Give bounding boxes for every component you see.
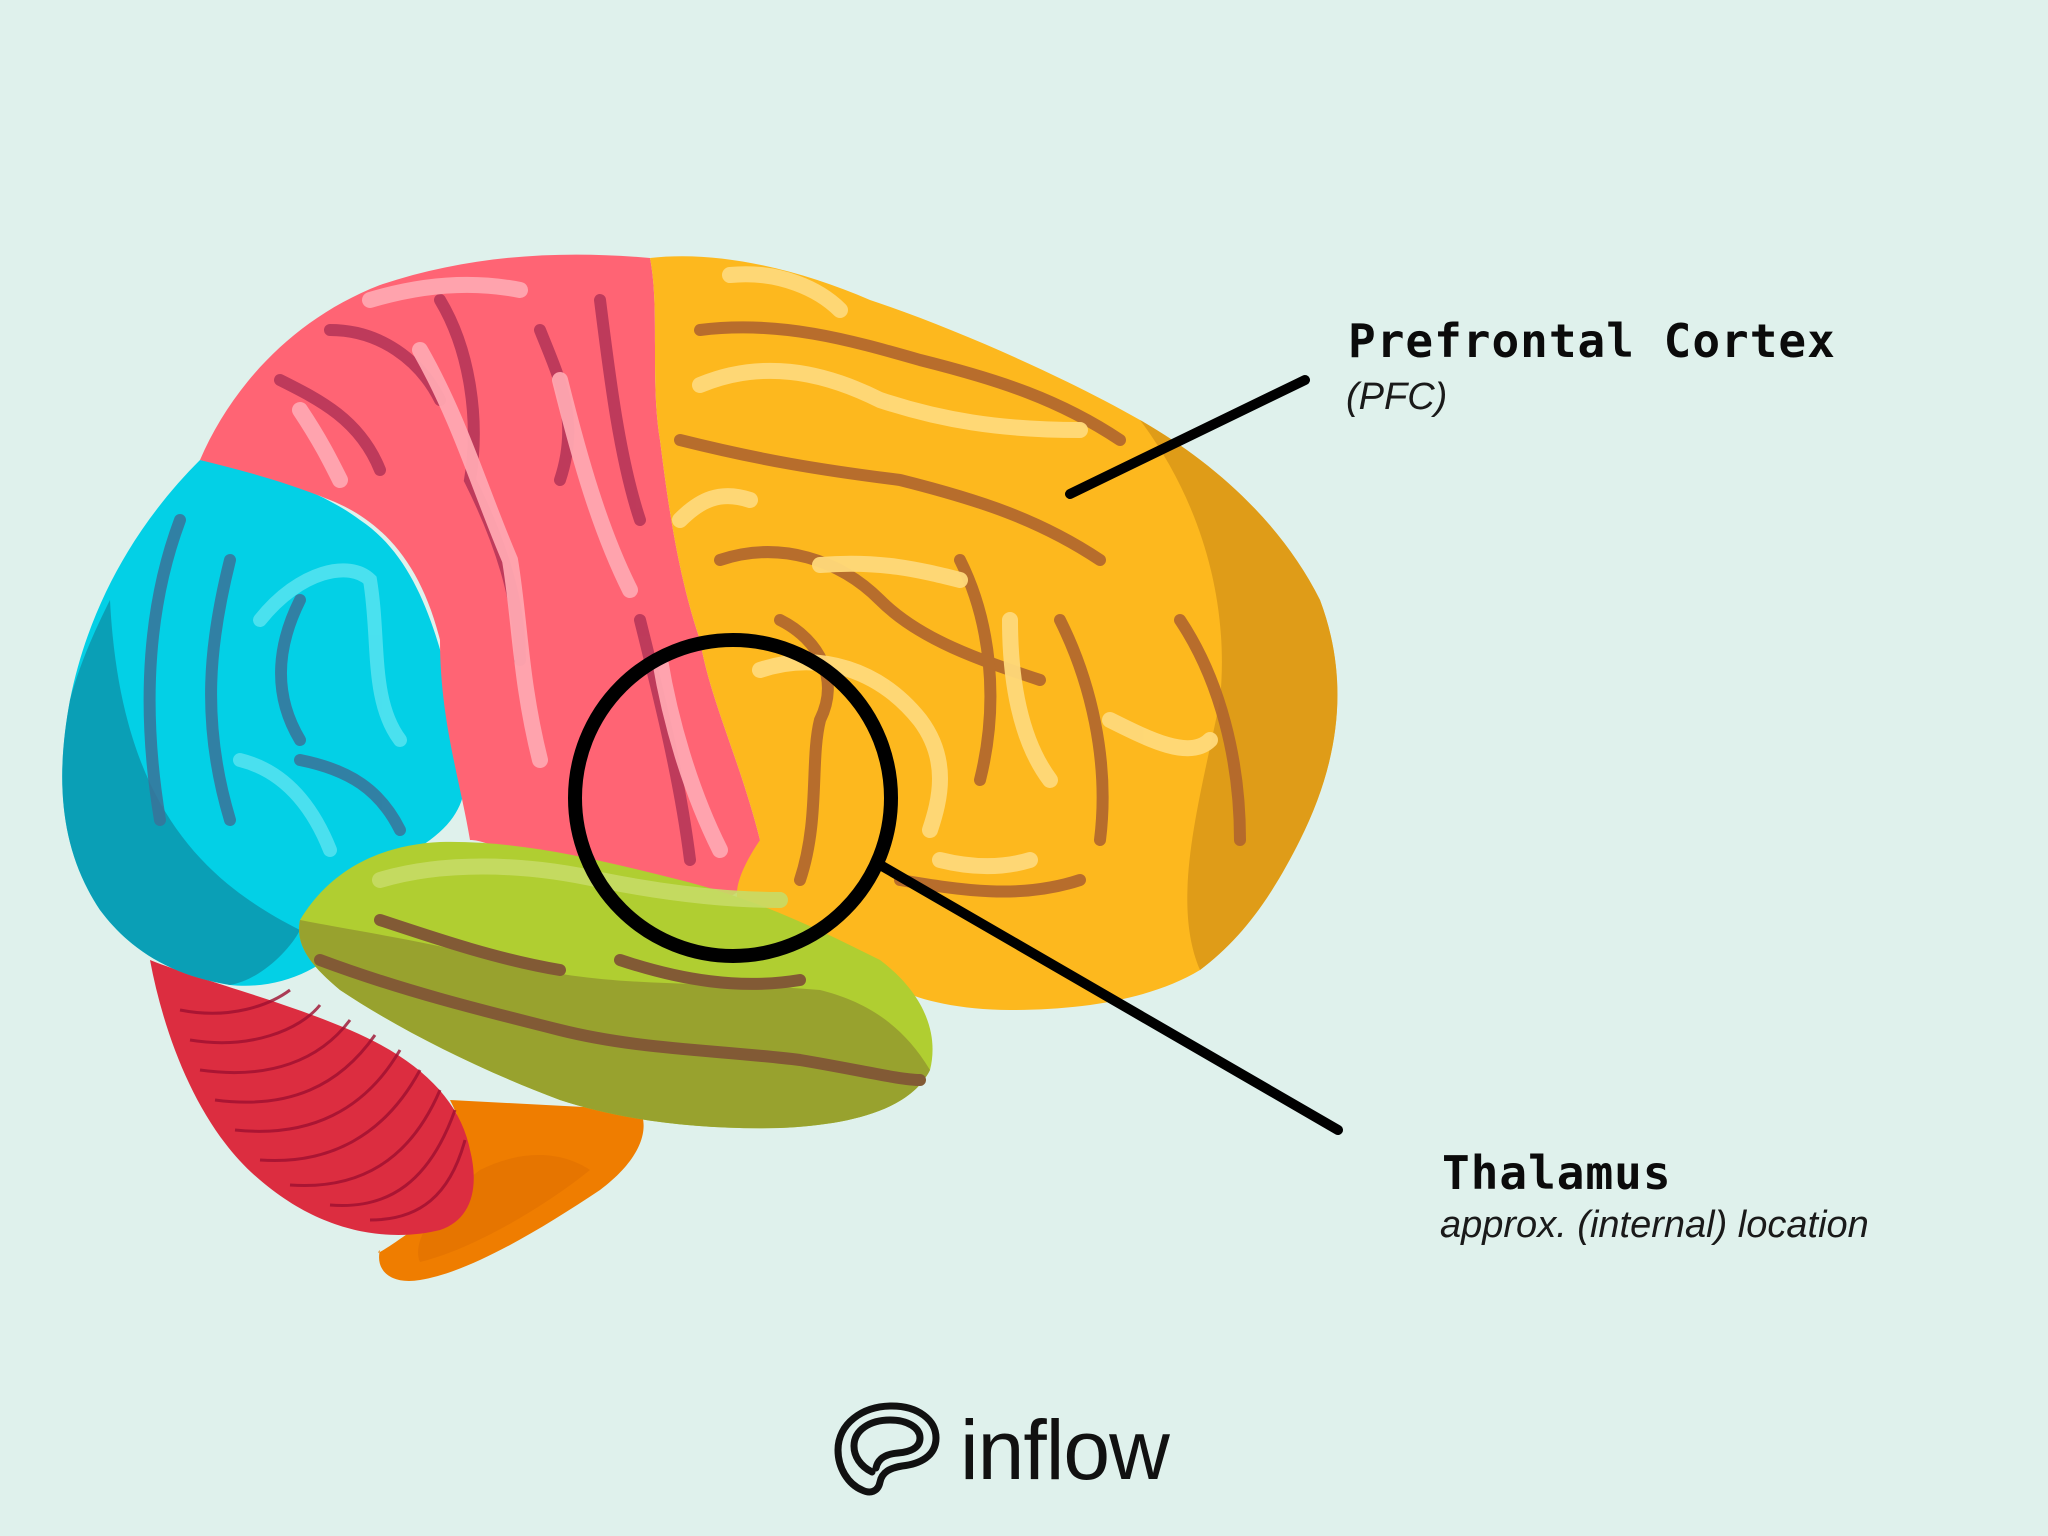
pfc-label-title: Prefrontal Cortex	[1348, 314, 1836, 368]
thalamus-highlight-circle	[568, 633, 898, 963]
pfc-label-subtitle: (PFC)	[1346, 376, 1448, 418]
logo-wordmark: inflow	[960, 1403, 1170, 1497]
thalamus-leader-line	[877, 861, 1343, 1135]
thalamus-label-title: Thalamus	[1442, 1146, 1672, 1200]
thalamus-label-subtitle: approx. (internal) location	[1440, 1204, 1869, 1246]
pfc-leader-line	[1065, 375, 1310, 499]
brain-outline-icon	[832, 1398, 942, 1502]
inflow-logo: inflow	[832, 1398, 1170, 1502]
cerebellum	[150, 960, 474, 1235]
